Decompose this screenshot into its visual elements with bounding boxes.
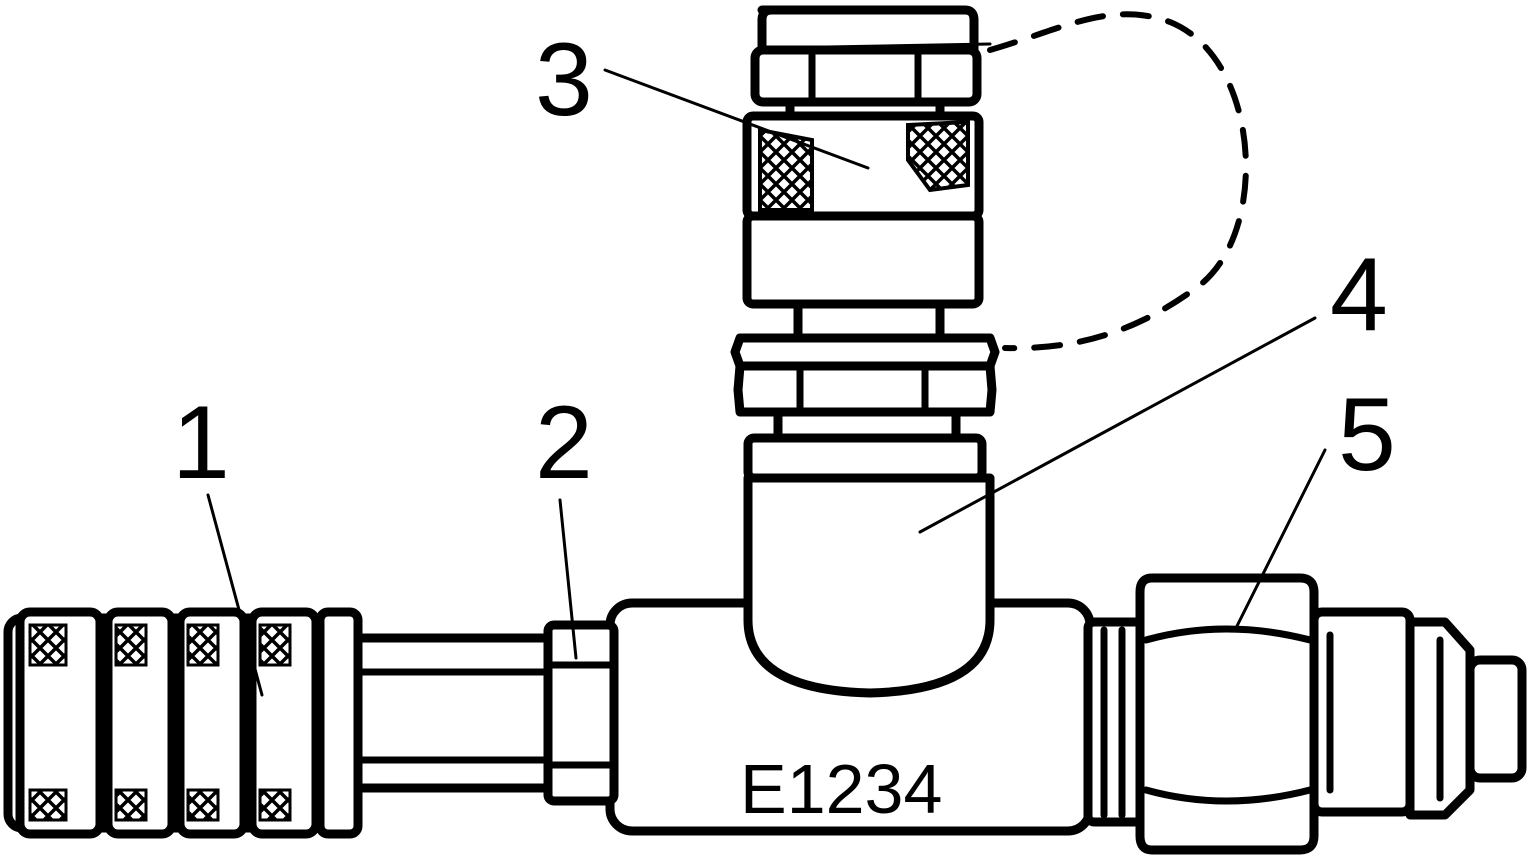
callout-4: 4 <box>1330 237 1388 353</box>
part-code-label: E1234 <box>740 750 942 828</box>
leader-5 <box>1233 448 1327 632</box>
leader-1 <box>206 493 264 697</box>
callout-5: 5 <box>1338 377 1396 493</box>
leader-lines <box>206 68 1327 697</box>
callout-labels: 1 2 3 4 5 <box>172 22 1396 501</box>
leader-4 <box>918 316 1317 534</box>
callout-3: 3 <box>535 22 593 138</box>
leader-3 <box>603 68 870 170</box>
tee-body: E1234 <box>605 473 1095 836</box>
retaining-tether <box>987 11 1249 352</box>
callout-1: 1 <box>172 385 230 501</box>
leader-2 <box>558 498 578 660</box>
callout-2: 2 <box>535 385 593 501</box>
top-service-valve <box>730 5 1000 483</box>
left-quick-coupler <box>3 607 619 839</box>
right-hex-fitting <box>1083 573 1527 855</box>
